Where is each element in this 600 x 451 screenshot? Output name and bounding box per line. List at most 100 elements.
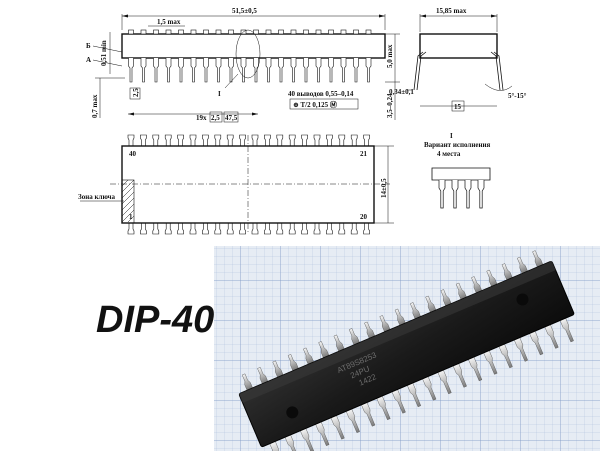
pin-40-label: 40 <box>129 150 137 158</box>
chip-pin <box>330 415 345 440</box>
chip-pin <box>300 428 315 451</box>
top-lead-upper <box>326 134 333 146</box>
chip-pin <box>544 324 559 349</box>
side-lead <box>253 58 259 83</box>
chip-pin <box>513 337 529 362</box>
top-lead-upper <box>276 134 284 146</box>
side-lead <box>165 58 172 83</box>
chip-pin <box>287 354 299 372</box>
side-view-drawing: 51,5±0,5 1,5 max I Б А 0,51 min 0,7 max … <box>86 7 400 123</box>
variant-detail-drawing: I Вариант исполнения 4 места <box>424 132 491 209</box>
chip-pin <box>410 302 421 320</box>
chip-pin <box>318 341 330 359</box>
side-view-leads <box>128 58 372 83</box>
lead-shoulder <box>153 29 159 35</box>
top-lead-lower <box>202 223 209 235</box>
dim-tolerance-label: ⊕ T/2 0,125 Ⓜ <box>293 100 337 109</box>
package-title: DIP-40 <box>96 299 214 341</box>
lead-shoulder <box>215 29 222 35</box>
side-lead <box>315 58 322 83</box>
dim-row-spacing-label: 15 <box>454 103 462 111</box>
side-lead <box>240 58 247 83</box>
side-lead <box>328 58 334 83</box>
top-view-leads-upper <box>127 134 370 146</box>
chip-pins-top <box>241 250 544 391</box>
lead-shoulder <box>140 29 147 35</box>
chip-pins-bottom <box>269 317 574 451</box>
top-lead-upper <box>164 134 172 146</box>
variant-number-label: I <box>450 132 453 140</box>
lead-shoulder <box>228 29 234 35</box>
chip-pin <box>257 367 269 385</box>
pin-1-label: 1 <box>129 213 133 221</box>
side-lead <box>228 58 234 83</box>
chip-pin <box>391 389 406 414</box>
top-lead-lower <box>264 223 271 235</box>
top-lead-upper <box>140 134 147 146</box>
lead-shoulder <box>265 29 272 35</box>
side-lead <box>140 58 147 83</box>
chip-pin <box>452 363 467 388</box>
chip-pin <box>333 334 345 352</box>
top-lead-lower <box>251 223 259 235</box>
chip-pin <box>272 360 284 378</box>
chip-pin <box>468 356 483 382</box>
top-lead-lower <box>226 223 234 235</box>
dim-2-5-label: 2,5 <box>132 88 140 97</box>
top-lead-lower <box>189 223 197 235</box>
side-lead <box>340 58 347 83</box>
dim-max-label: 0,7 max <box>91 94 99 118</box>
top-lead-lower <box>350 223 358 235</box>
variant-title-label: Вариант исполнения <box>424 141 491 149</box>
lead-shoulder <box>128 29 134 35</box>
side-lead <box>365 58 372 83</box>
key-zone-label: Зона ключа <box>78 193 115 201</box>
lead-shoulder <box>253 29 259 35</box>
top-view-drawing: 40 21 1 20 Зона ключа 14±0,5 <box>78 134 394 235</box>
top-lead-lower <box>338 223 346 235</box>
top-lead-upper <box>127 134 135 146</box>
chip-pin <box>361 402 376 427</box>
lead-shoulder <box>353 29 359 35</box>
top-lead-upper <box>338 134 346 146</box>
chip-pin <box>559 317 574 343</box>
chip-pin <box>379 315 391 333</box>
lead-shoulder <box>240 29 247 35</box>
top-lead-upper <box>177 134 184 146</box>
chip-pin <box>345 408 360 434</box>
chip-pin <box>440 289 452 307</box>
top-lead-lower <box>152 223 160 235</box>
dim-lead-length-label: 3,5–0,24 <box>386 93 394 118</box>
chip-pin <box>483 350 498 375</box>
top-lead-upper <box>152 134 160 146</box>
side-lead <box>203 58 209 83</box>
lead-shoulder <box>340 29 347 35</box>
dim-pitch-count-label: 19х <box>196 114 207 122</box>
variant-lead <box>464 180 472 209</box>
chip-pin <box>532 250 544 268</box>
top-lead-upper <box>350 134 358 146</box>
chip-pin <box>455 282 467 300</box>
pin1-dimple <box>286 406 299 419</box>
side-view-lead-shoulders <box>128 29 372 35</box>
dim-leads-label: 40 выводов 0,55–0,14 <box>288 90 354 98</box>
chip-pin <box>269 441 284 451</box>
top-lead-lower <box>140 223 147 235</box>
variant-detail-leads <box>438 180 485 209</box>
lead-shoulder <box>365 29 372 35</box>
top-lead-lower <box>214 223 222 235</box>
lead-shoulder <box>328 29 334 35</box>
top-lead-upper <box>288 134 296 146</box>
chip-pin <box>501 263 513 281</box>
variant-lead <box>477 180 485 209</box>
top-lead-upper <box>363 134 370 146</box>
dim-height-label: 5,0 max <box>386 44 394 68</box>
variant-ref-label: I <box>218 90 221 98</box>
chip-pin <box>516 256 528 274</box>
dim-body-width-label: 14±0,5 <box>380 178 388 198</box>
side-lead <box>190 58 197 83</box>
side-lead <box>153 58 159 83</box>
lead-shoulder <box>203 29 209 35</box>
top-lead-upper <box>301 134 308 146</box>
chip-pin <box>284 434 299 451</box>
